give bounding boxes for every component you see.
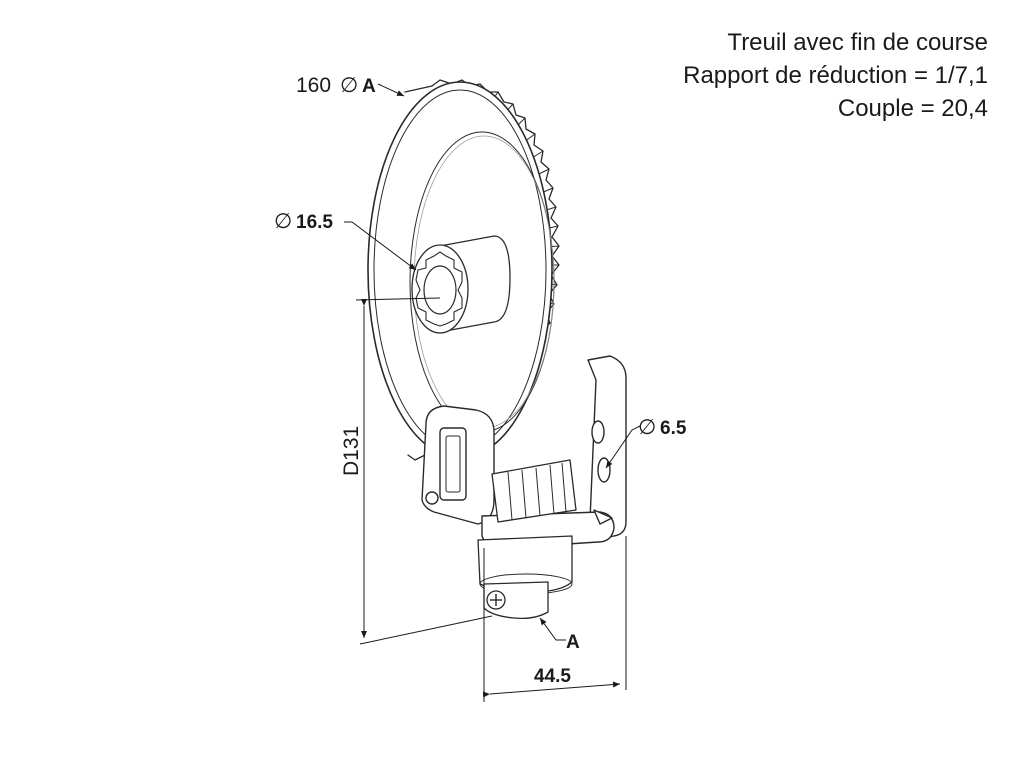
title-block: Treuil avec fin de course Rapport de réd… [683,26,988,125]
diameter-icon: ∅ [638,416,656,439]
gear-diameter-ref: A [362,76,376,97]
diameter-icon: ∅ [340,74,358,97]
title-line-product: Treuil avec fin de course [727,29,988,56]
width-dimension-line [482,681,621,698]
gear-diameter-leader [377,83,405,97]
dimension-labels: 160 ∅ A ∅ 16.5 ∅ 6.5 D131 44.5 A [274,74,687,687]
section-ref-label: A [566,632,580,653]
height-extension-top [355,297,441,301]
width-value: 44.5 [534,666,571,687]
title-line-torque: Couple = 20,4 [837,95,988,122]
bore-diameter-value: 16.5 [296,212,333,233]
slot-window [439,427,467,501]
bracket-screw-left [425,491,439,505]
gear-diameter-value: 160 [296,74,331,97]
bore-diameter-leader [344,221,417,271]
height-value: D131 [340,426,363,476]
bracket-hole-upper [591,420,605,444]
section-ref-leader [539,617,566,641]
pinion-cage [491,459,577,523]
bore [423,265,457,315]
hole-diameter-value: 6.5 [660,418,687,439]
height-extension-bottom [359,615,493,645]
diameter-icon: ∅ [274,210,292,233]
bracket [421,355,627,549]
shaft [477,535,573,620]
hole-diameter-leader [605,425,641,469]
bracket-hole-lower [597,457,611,483]
title-line-ratio: Rapport de réduction = 1/7,1 [683,62,988,89]
dimensions [344,83,641,702]
hub [411,235,511,334]
